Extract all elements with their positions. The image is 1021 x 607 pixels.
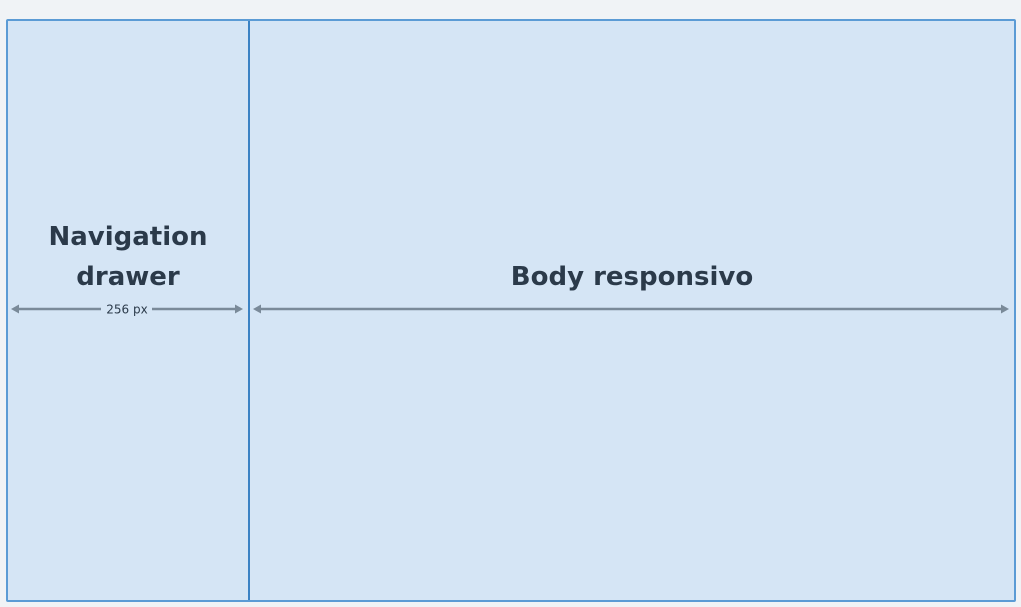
navigation-drawer-label: Navigation drawer [8,217,248,297]
navigation-drawer-label-line2: drawer [76,262,180,292]
layout-diagram-frame: Navigation drawer Body responsivo [6,19,1016,602]
responsive-body-region: Body responsivo [250,21,1014,600]
navigation-drawer-label-line1: Navigation [48,222,208,252]
navigation-drawer-region: Navigation drawer [8,21,250,600]
body-responsive-label: Body responsivo [510,262,754,292]
